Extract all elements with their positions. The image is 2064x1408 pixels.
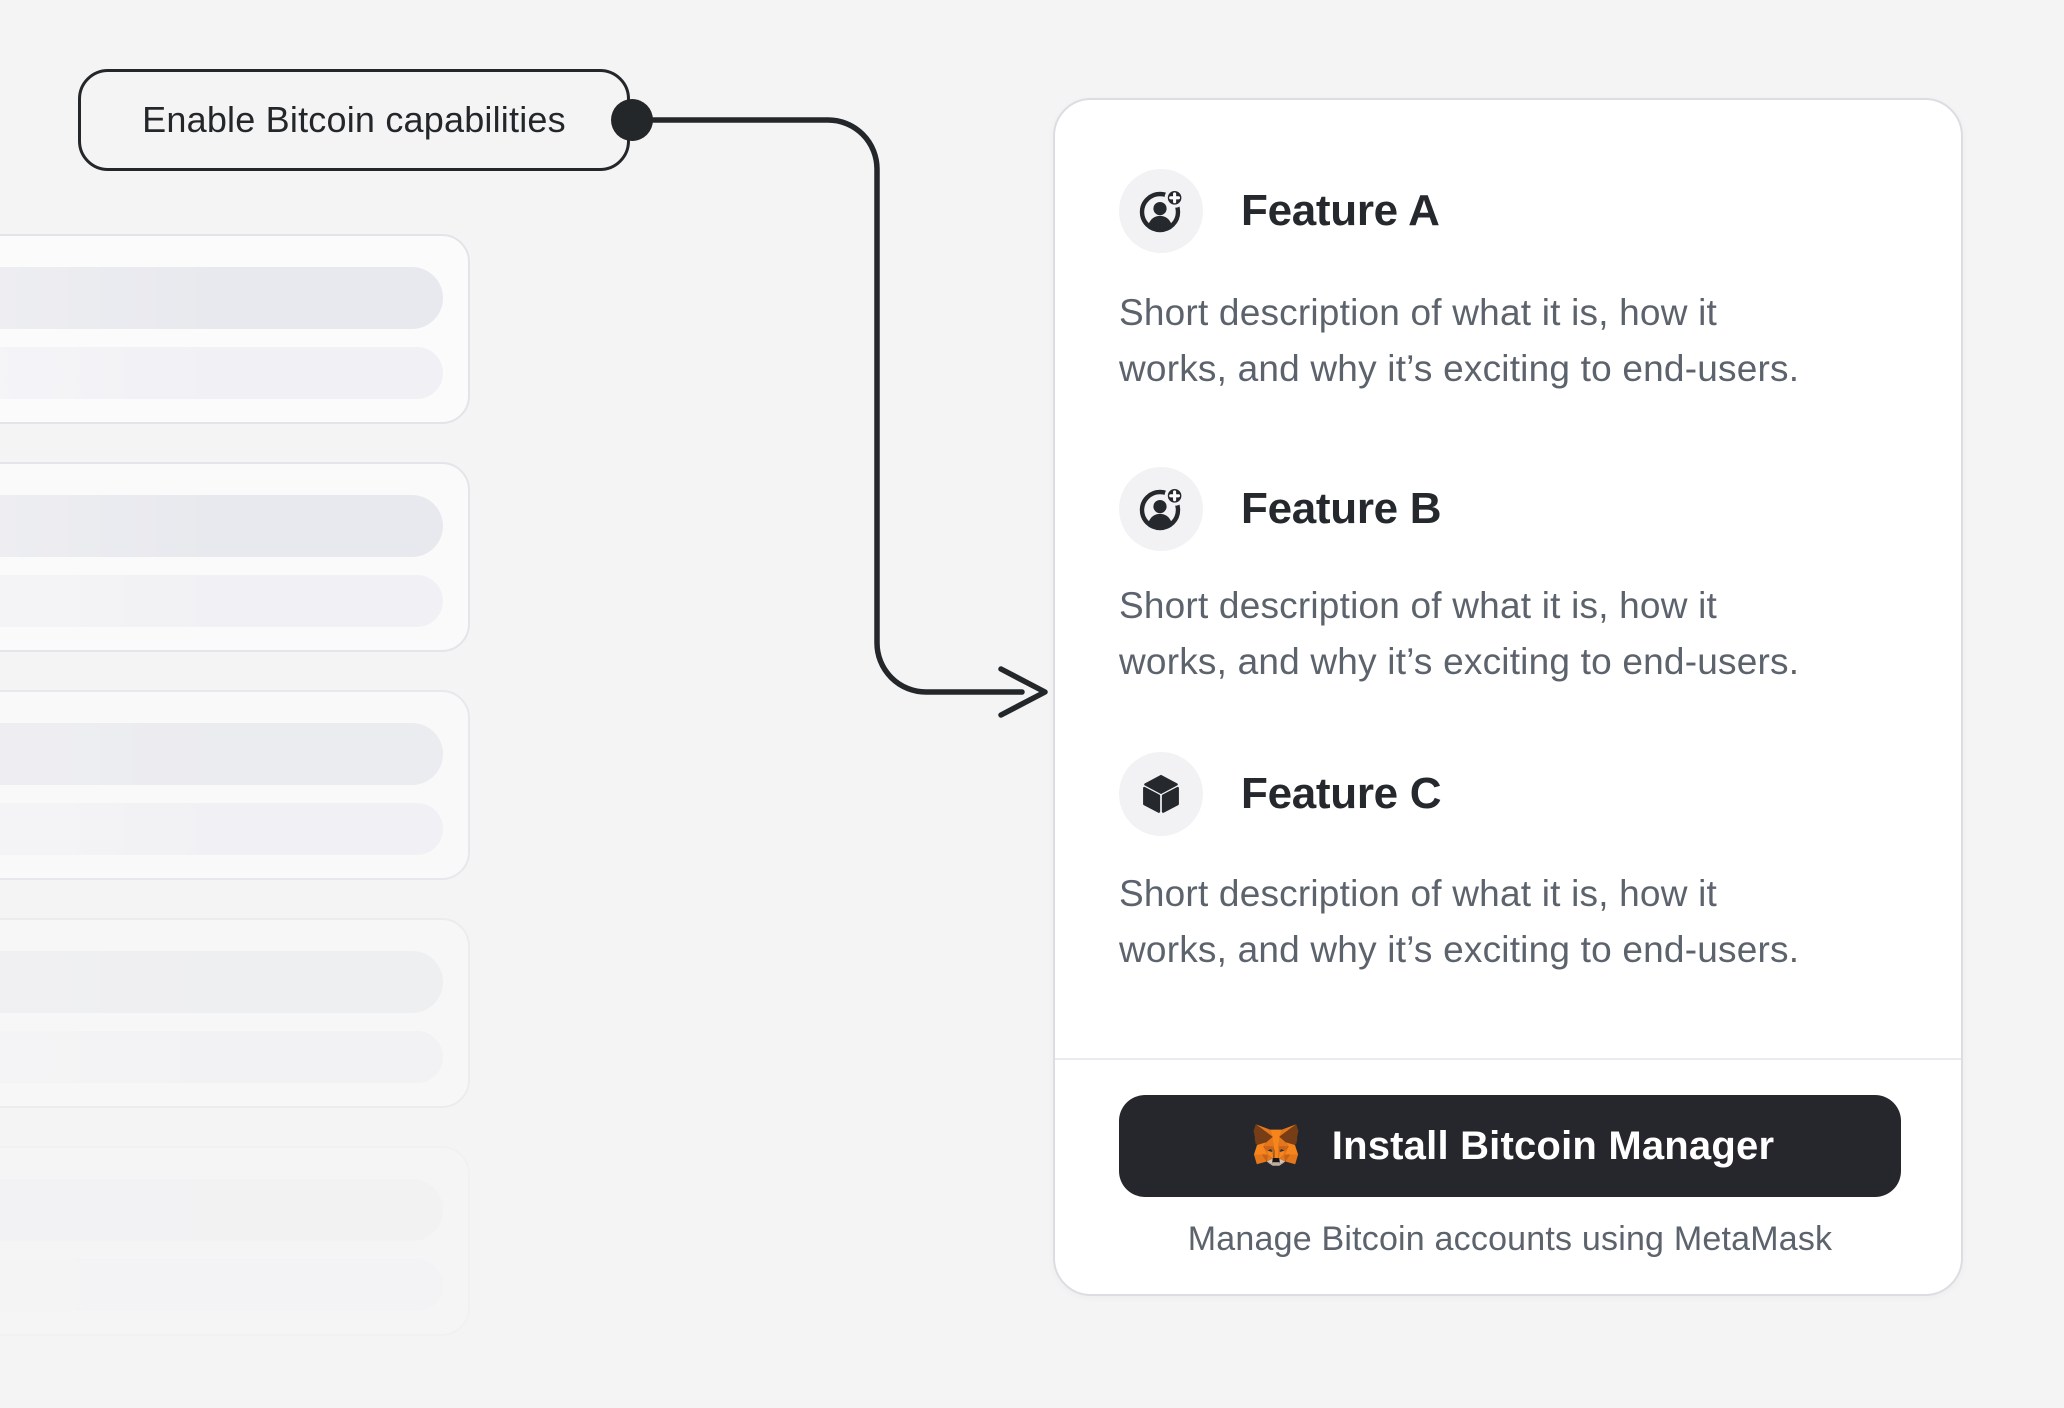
skeleton-bar [0,347,443,399]
install-bitcoin-manager-button[interactable]: Install Bitcoin Manager [1119,1095,1901,1197]
skeleton-bar [0,495,443,557]
feature-a-icon-circle [1119,169,1203,253]
feature-description: Short description of what it is, how it … [1119,585,1800,682]
skeleton-card [0,918,470,1108]
user-plus-icon [1139,485,1185,531]
skeleton-bar [0,267,443,329]
skeleton-bar [0,1179,443,1241]
metamask-fox-icon [1253,1124,1299,1166]
feature-row-c: Feature C [1119,752,1442,836]
feature-title: Feature C [1241,769,1442,818]
install-button-label: Install Bitcoin Manager [1331,1123,1775,1168]
skeleton-card [0,690,470,880]
feature-b-icon-circle [1119,467,1203,551]
skeleton-bar [0,1031,443,1083]
skeleton-bar [0,803,443,855]
cube-icon [1143,774,1179,813]
features-card: Feature A Short description of what it i… [1053,98,1963,1296]
user-plus-icon [1139,187,1185,233]
feature-description: Short description of what it is, how it … [1119,292,1800,389]
skeleton-bar [0,1259,443,1311]
arrowhead-icon [998,666,1048,718]
feature-c-icon-circle [1119,752,1203,836]
skeleton-card [0,1146,470,1336]
feature-row-b: Feature B [1119,467,1442,551]
skeleton-bar [0,723,443,785]
skeleton-bar [0,575,443,627]
feature-row-a: Feature A [1119,169,1440,253]
feature-title: Feature A [1241,186,1440,235]
skeleton-bar [0,951,443,1013]
skeleton-card [0,462,470,652]
feature-description: Short description of what it is, how it … [1119,873,1800,970]
feature-title: Feature B [1241,484,1442,533]
footer-divider [1055,1058,1961,1060]
install-caption: Manage Bitcoin accounts using MetaMask [1187,1220,1833,1258]
skeleton-card [0,234,470,424]
annotation-label-box: Enable Bitcoin capabilities [78,69,630,171]
annotation-label-text: Enable Bitcoin capabilities [142,99,566,140]
